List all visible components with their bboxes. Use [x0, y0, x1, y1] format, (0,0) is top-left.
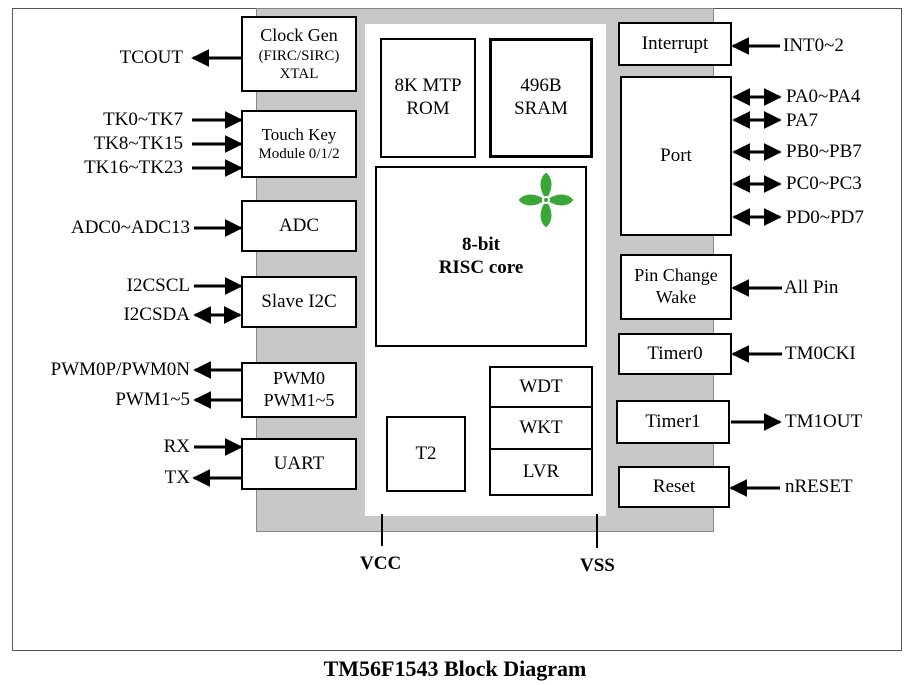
- slave-i2c-block: Slave I2C: [241, 276, 357, 328]
- signal-tcout: TCOUT: [119, 47, 183, 68]
- signal-pc0-pc3: PC0~PC3: [786, 173, 862, 194]
- slave-i2c-label: Slave I2C: [261, 290, 337, 312]
- clock-gen-line2: (FIRC/SIRC): [258, 47, 340, 64]
- sram-line2: SRAM: [514, 98, 568, 119]
- uart-label: UART: [273, 452, 325, 474]
- signal-i2csda: I2CSDA: [123, 304, 190, 325]
- timer1-label: Timer1: [645, 410, 701, 432]
- wdt-wkt-lvr-block: WDT WKT LVR: [489, 366, 593, 496]
- signal-tm0cki: TM0CKI: [785, 343, 856, 364]
- cpu-line1: 8-bit: [462, 233, 500, 255]
- port-label: Port: [660, 144, 692, 166]
- signal-pa0-pa4: PA0~PA4: [786, 86, 861, 107]
- signal-pwm0p-pwm0n: PWM0P/PWM0N: [50, 359, 190, 380]
- uart-block: UART: [241, 438, 357, 490]
- cpu-line2: RISC core: [438, 256, 524, 278]
- diagram-title: TM56F1543 Block Diagram: [323, 656, 587, 681]
- timer0-block: Timer0: [618, 333, 732, 375]
- wdt-label: WDT: [519, 375, 563, 397]
- touch-key-line1: Touch Key: [261, 124, 337, 144]
- signal-pa7: PA7: [786, 110, 819, 131]
- timer1-block: Timer1: [616, 400, 730, 444]
- signal-int0-2: INT0~2: [783, 35, 844, 56]
- sram-line1: 496B: [520, 75, 562, 97]
- lvr-label: LVR: [522, 460, 560, 482]
- reset-label: Reset: [652, 475, 696, 497]
- signal-rx: RX: [163, 436, 190, 457]
- signal-tk0-tk7: TK0~TK7: [103, 109, 183, 130]
- signal-pb0-pb7: PB0~PB7: [786, 141, 862, 162]
- wkt-cell: WKT: [491, 408, 591, 450]
- signal-nreset: nRESET: [785, 476, 853, 497]
- mtp-rom-line1: 8K MTP: [394, 75, 462, 97]
- pwm-block: PWM0 PWM1~5: [241, 362, 357, 418]
- port-block: Port: [620, 76, 732, 236]
- pin-change-wake-block: Pin Change Wake: [620, 254, 732, 320]
- signal-tk8-tk15: TK8~TK15: [93, 133, 183, 154]
- pin-change-line1: Pin Change: [634, 265, 718, 286]
- adc-label: ADC: [278, 214, 320, 236]
- signal-adc0-adc13: ADC0~ADC13: [70, 217, 190, 238]
- touch-key-block: Touch Key Module 0/1/2: [241, 110, 357, 178]
- t2-label: T2: [415, 442, 437, 464]
- pwm-line1: PWM0: [272, 368, 325, 389]
- mtp-rom-line2: ROM: [406, 98, 450, 119]
- interrupt-block: Interrupt: [618, 22, 732, 66]
- adc-block: ADC: [241, 200, 357, 252]
- clock-gen-block: Clock Gen (FIRC/SIRC) XTAL: [241, 16, 357, 92]
- mtp-rom-block: 8K MTP ROM: [380, 38, 476, 158]
- pinwheel-logo-icon: [517, 171, 575, 229]
- lvr-cell: LVR: [491, 450, 591, 494]
- power-vcc: VCC: [360, 553, 402, 574]
- reset-block: Reset: [618, 466, 730, 508]
- t2-block: T2: [386, 416, 466, 492]
- interrupt-label: Interrupt: [641, 32, 709, 54]
- clock-gen-line1: Clock Gen: [260, 25, 338, 46]
- clock-gen-line3: XTAL: [279, 65, 319, 82]
- signal-tx: TX: [164, 467, 190, 488]
- signal-tk16-tk23: TK16~TK23: [84, 157, 183, 178]
- sram-block: 496B SRAM: [489, 38, 593, 158]
- signal-i2cscl: I2CSCL: [126, 275, 190, 296]
- pin-change-line2: Wake: [655, 287, 697, 307]
- timer0-label: Timer0: [647, 342, 703, 364]
- wkt-label: WKT: [519, 416, 563, 438]
- pwm-line2: PWM1~5: [263, 390, 335, 410]
- signal-pwm1-5: PWM1~5: [115, 389, 190, 410]
- power-vss: VSS: [580, 555, 615, 576]
- wdt-cell: WDT: [491, 368, 591, 408]
- signal-all-pin: All Pin: [784, 277, 839, 298]
- signal-tm1out: TM1OUT: [785, 411, 863, 432]
- signal-pd0-pd7: PD0~PD7: [786, 207, 864, 228]
- touch-key-line2: Module 0/1/2: [258, 146, 340, 163]
